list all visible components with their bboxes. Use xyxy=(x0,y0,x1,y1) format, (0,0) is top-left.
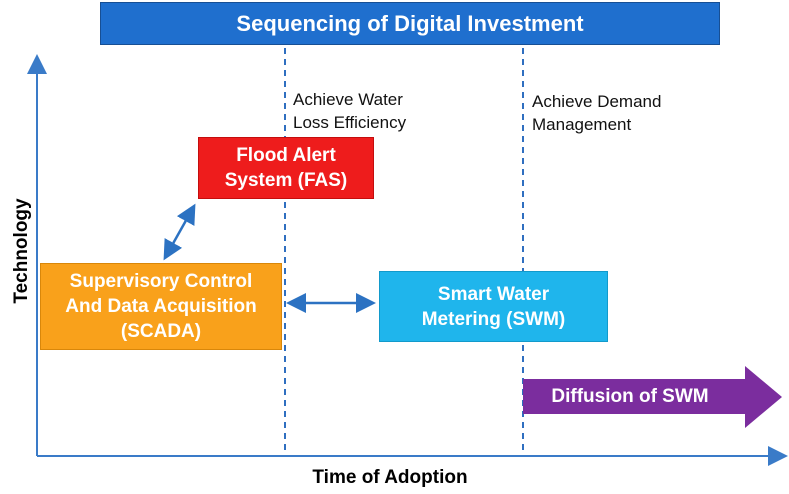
scada-label-line: Supervisory Control xyxy=(69,271,253,292)
scada-label-line: (SCADA) xyxy=(120,321,202,342)
x-axis-label: Time of Adoption xyxy=(312,467,468,488)
milestone-label-line: Loss Efficiency xyxy=(293,113,407,132)
connector-fas-scada xyxy=(163,203,196,261)
diffusion-label: Diffusion of SWM xyxy=(551,386,709,407)
diagram-title-banner: Sequencing of Digital Investment xyxy=(100,2,720,45)
fas-box: Flood Alert System (FAS) xyxy=(198,137,374,199)
swm-label-line: Smart Water xyxy=(437,283,550,305)
scada-box: Supervisory Control And Data Acquisition… xyxy=(40,263,282,350)
fas-label-line: Flood Alert xyxy=(236,145,336,166)
milestone-label-water-loss: Achieve Water Loss Efficiency xyxy=(293,88,406,134)
milestone-label-line: Achieve Demand xyxy=(532,92,662,111)
fas-label-line: System (FAS) xyxy=(224,170,348,191)
milestone-label-line: Management xyxy=(532,115,632,134)
swm-box: Smart Water Metering (SWM) xyxy=(379,271,608,342)
scada-label-line: And Data Acquisition xyxy=(65,296,257,317)
swm-label-line: Metering (SWM) xyxy=(421,308,566,330)
milestone-label-line: Achieve Water xyxy=(293,90,403,109)
diffusion-arrow xyxy=(523,366,782,428)
y-axis-label: Technology xyxy=(11,198,32,304)
diagram-title: Sequencing of Digital Investment xyxy=(236,10,584,36)
milestone-label-demand: Achieve Demand Management xyxy=(532,90,661,136)
